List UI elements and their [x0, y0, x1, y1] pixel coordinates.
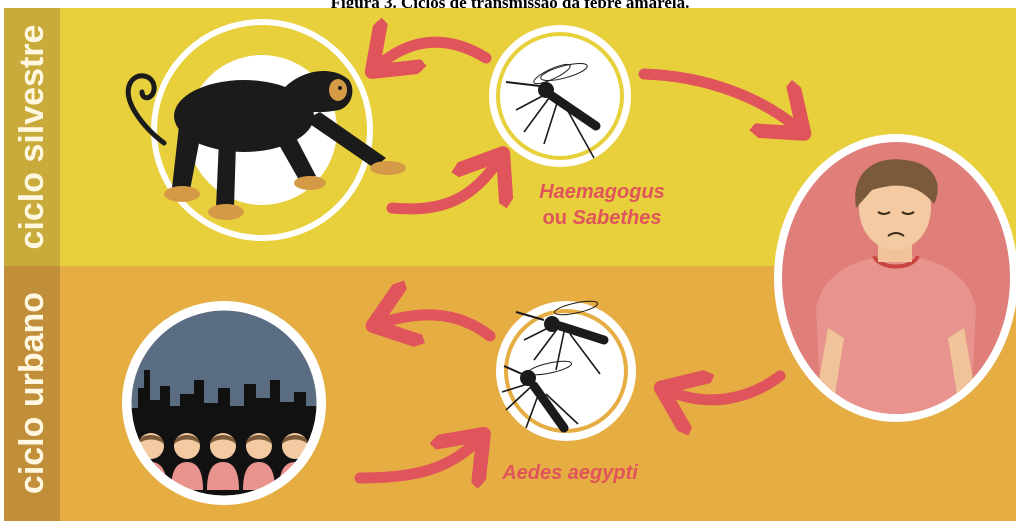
- sylvatic-mosquito-circle: [489, 25, 631, 167]
- sylvatic-vector-line2: ou Sabethes: [502, 205, 702, 231]
- sylvatic-vector-line1: Haemagogus: [502, 179, 702, 205]
- arrow-sylvatic-monkey-to-mosquito: [392, 158, 500, 209]
- sylvatic-vector-conjunction: ou: [543, 207, 573, 229]
- sylvatic-vector-label: Haemagogus ou Sabethes: [502, 179, 702, 231]
- arrow-sylvatic-mosquito-to-monkey: [376, 42, 486, 68]
- diagram-artwork: [4, 8, 1016, 521]
- urban-vector-label: Aedes aegypti: [470, 460, 670, 486]
- sylvatic-vector-alt-name: Sabethes: [573, 207, 662, 229]
- arrow-urban-city-to-mosquito: [360, 438, 480, 478]
- arrow-urban-mosquito-to-city: [378, 315, 490, 336]
- arrow-human-to-urban-mosquito: [666, 376, 780, 400]
- yellow-fever-cycles-diagram: ciclo silvestre ciclo urbano: [4, 8, 1016, 521]
- arrow-sylvatic-mosquito-to-human: [644, 74, 800, 130]
